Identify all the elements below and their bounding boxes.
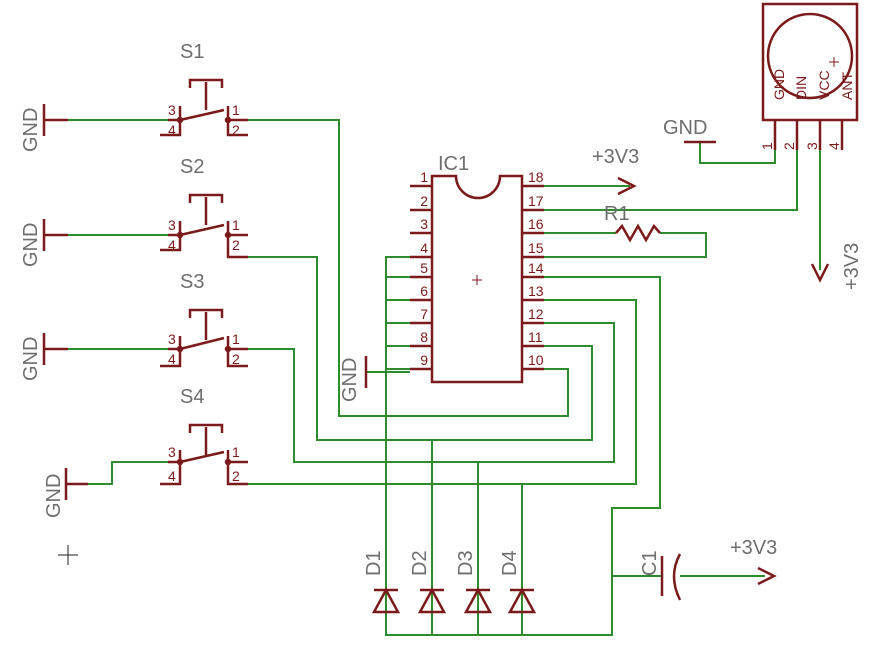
ic-pin-number: 7 <box>420 306 428 322</box>
pin-number: 2 <box>232 468 240 484</box>
capacitor-c1: C1 +3V3 <box>639 537 777 601</box>
ic-pin-number: 16 <box>528 216 544 232</box>
supply-label: +3V3 <box>841 243 863 290</box>
ic-pin-number: 10 <box>528 352 544 368</box>
gnd-label: GND <box>20 337 42 381</box>
ic-pin-number: 2 <box>420 193 428 209</box>
pin-number: 3 <box>168 102 176 118</box>
module-pin-number: 4 <box>826 142 842 150</box>
ic-label: IC1 <box>438 153 469 175</box>
switch-label: S4 <box>180 386 204 408</box>
diode-3: D3 <box>455 550 493 614</box>
ic-pin-number: 15 <box>528 240 544 256</box>
diode-array: D1 D2 D3 D4 <box>363 550 537 614</box>
switch-s4: GND S4 3 1 4 2 <box>43 386 248 518</box>
switch-s2: GND S2 3 1 4 2 <box>20 156 248 267</box>
switch-label: S1 <box>180 41 204 63</box>
resistor-r1: R1 <box>604 203 661 243</box>
pin-number: 4 <box>168 351 176 367</box>
diode-4: D4 <box>499 550 537 614</box>
module-pin-label: GND <box>771 69 787 100</box>
pin-number: 3 <box>168 331 176 347</box>
ic1: IC1 1 18 2 17 3 16 4 15 5 14 6 13 7 12 8 11 9 10 GND <box>339 153 544 402</box>
gnd-label: GND <box>20 223 42 267</box>
ic-pin-number: 17 <box>528 193 544 209</box>
module-pin-label: ANT <box>839 72 855 100</box>
ic-pin-number: 14 <box>528 260 544 276</box>
diode-triangle <box>507 587 537 614</box>
origin-marker <box>58 545 78 565</box>
diode-label: D3 <box>455 550 477 576</box>
pin-number: 2 <box>232 237 240 253</box>
pin-number: 4 <box>168 122 176 138</box>
ic-pin-number: 4 <box>420 240 428 256</box>
module-pin-number: 2 <box>781 142 797 150</box>
pin-number: 3 <box>168 444 176 460</box>
ic-pin-number: 6 <box>420 283 428 299</box>
diode-label: D2 <box>409 550 431 576</box>
pin-number: 4 <box>168 237 176 253</box>
diode-triangle <box>417 587 447 614</box>
gnd-label: GND <box>20 108 42 152</box>
pin-number: 1 <box>232 102 240 118</box>
ic-pin-number: 18 <box>528 169 544 185</box>
pin-number: 2 <box>232 122 240 138</box>
resistor-label: R1 <box>604 203 630 225</box>
diode-triangle <box>463 587 493 614</box>
ic-pin-number: 12 <box>528 306 544 322</box>
ic-pin-number: 11 <box>528 329 543 345</box>
module-pin-label: DIN <box>793 76 809 100</box>
gnd-label: GND <box>43 474 65 518</box>
switch-label: S2 <box>180 156 204 178</box>
gnd-label: GND <box>663 117 707 139</box>
supply-label: +3V3 <box>592 146 639 168</box>
supply-label: +3V3 <box>730 537 777 559</box>
ic-pin-number: 3 <box>420 216 428 232</box>
pin-number: 1 <box>232 444 240 460</box>
rf-module: GND DIN VCC ANT 1 2 3 4 GND +3V3 <box>663 2 863 290</box>
pin-number: 2 <box>232 351 240 367</box>
switch-s3: GND S3 3 1 4 2 <box>20 271 248 381</box>
diode-triangle <box>371 587 401 614</box>
gnd-label: GND <box>339 358 361 402</box>
pin-number: 4 <box>168 468 176 484</box>
pin-number: 1 <box>232 331 240 347</box>
capacitor-label: C1 <box>639 550 661 576</box>
ic-pin-number: 5 <box>420 260 428 276</box>
wires <box>68 119 821 636</box>
diode-2: D2 <box>409 550 447 614</box>
ic-pin-number: 9 <box>420 352 428 368</box>
ic-pin-number: 1 <box>420 169 428 185</box>
diode-label: D4 <box>499 550 521 576</box>
ic-pin-number: 8 <box>420 329 428 345</box>
ic-pin-number: 13 <box>528 283 544 299</box>
pin-number: 1 <box>232 217 240 233</box>
module-pin-number: 3 <box>804 142 820 150</box>
diode-label: D1 <box>363 550 385 576</box>
pin-number: 3 <box>168 217 176 233</box>
diode-1: D1 <box>363 550 401 614</box>
module-pin-label: VCC <box>816 70 832 100</box>
supply-ic: +3V3 <box>592 146 639 196</box>
switch-s1: GND S1 3 1 4 2 <box>20 41 248 152</box>
switch-label: S3 <box>180 271 204 293</box>
module-pin-number: 1 <box>759 142 775 150</box>
